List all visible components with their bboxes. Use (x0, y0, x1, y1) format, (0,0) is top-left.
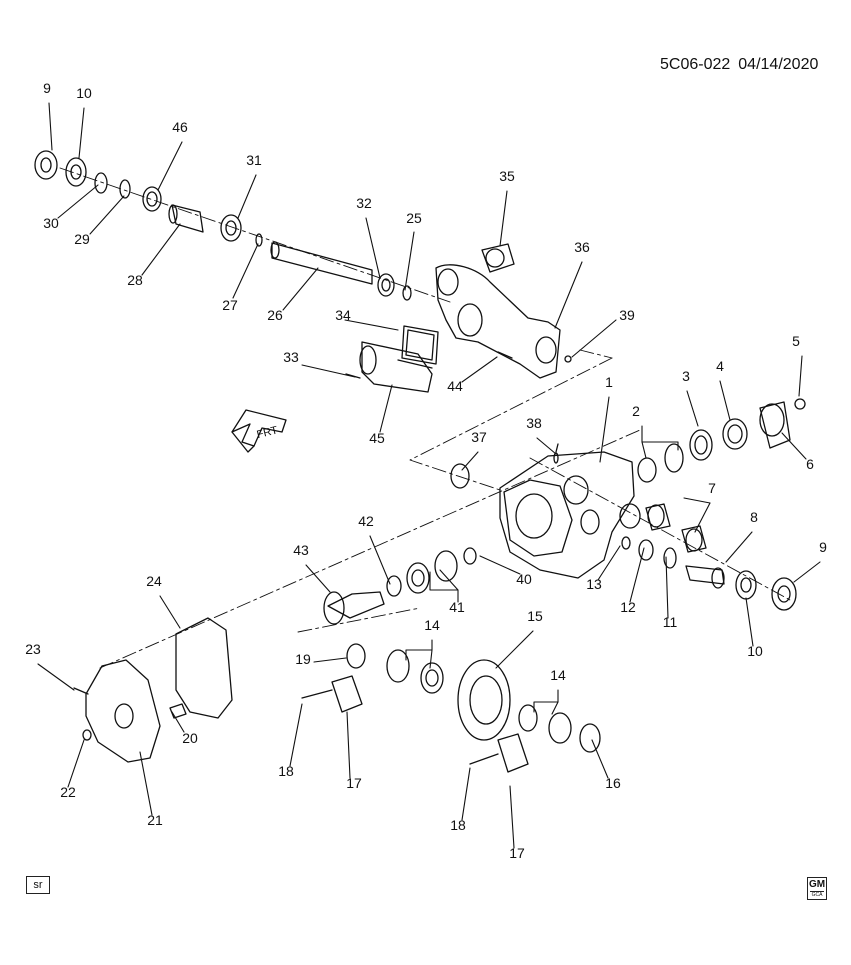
illustration-header: 5C06-022 04/14/2020 (660, 56, 818, 74)
gm-logo-top: GM (808, 879, 826, 890)
callout-28: 28 (127, 272, 143, 288)
callout-4: 4 (716, 358, 724, 374)
callout-10: 10 (747, 643, 763, 659)
callout-20: 20 (182, 730, 198, 746)
callout-18: 18 (278, 763, 294, 779)
callout-2: 2 (632, 403, 640, 419)
leader-lines (37, 102, 821, 849)
callout-39: 39 (619, 307, 635, 323)
callout-13: 13 (586, 576, 602, 592)
callout-3: 3 (682, 368, 690, 384)
callout-1: 1 (605, 374, 613, 390)
callout-labels: 1234567891011121314141516171718181920212… (25, 80, 827, 861)
callout-24: 24 (146, 573, 162, 589)
callout-22: 22 (60, 784, 76, 800)
callout-7: 7 (708, 480, 716, 496)
callout-15: 15 (527, 608, 543, 624)
callout-16: 16 (605, 775, 621, 791)
gm-logo-bottom: GCA (810, 891, 824, 898)
callout-42: 42 (358, 513, 374, 529)
callout-9: 9 (819, 539, 827, 555)
callout-29: 29 (74, 231, 90, 247)
callout-46: 46 (172, 119, 188, 135)
axis-lines (59, 167, 791, 669)
callout-12: 12 (620, 599, 636, 615)
callout-8: 8 (750, 509, 758, 525)
callout-10: 10 (76, 85, 92, 101)
callout-40: 40 (516, 571, 532, 587)
callout-9: 9 (43, 80, 51, 96)
callout-5: 5 (792, 333, 800, 349)
callout-31: 31 (246, 152, 262, 168)
corner-badge: sr (26, 876, 50, 894)
callout-44: 44 (447, 378, 463, 394)
front-direction-label: FRT (256, 424, 280, 441)
callout-34: 34 (335, 307, 351, 323)
front-arrow-icon (231, 409, 287, 453)
callout-30: 30 (43, 215, 59, 231)
callout-6: 6 (806, 456, 814, 472)
callout-36: 36 (574, 239, 590, 255)
callout-17: 17 (346, 775, 362, 791)
callout-19: 19 (295, 651, 311, 667)
callout-43: 43 (293, 542, 309, 558)
carrier-group (301, 643, 601, 773)
cover-group (73, 617, 233, 763)
callout-14: 14 (424, 617, 440, 633)
pinion-group (323, 452, 559, 625)
callout-14: 14 (550, 667, 566, 683)
left-axle-group (34, 150, 412, 301)
callout-17: 17 (509, 845, 525, 861)
callout-18: 18 (450, 817, 466, 833)
callout-21: 21 (147, 812, 163, 828)
callout-33: 33 (283, 349, 299, 365)
actuator-assembly (345, 325, 439, 393)
callout-32: 32 (356, 195, 372, 211)
callout-41: 41 (449, 599, 465, 615)
callout-27: 27 (222, 297, 238, 313)
callout-23: 23 (25, 641, 41, 657)
callout-25: 25 (406, 210, 422, 226)
differential-housing (499, 443, 641, 579)
callout-11: 11 (663, 614, 678, 630)
axle-tube-bracket (435, 243, 572, 379)
callout-38: 38 (526, 415, 542, 431)
illustration-date: 04/14/2020 (738, 56, 819, 73)
callout-26: 26 (267, 307, 283, 323)
callout-35: 35 (499, 168, 515, 184)
illustration-code: 5C06-022 (660, 56, 731, 73)
callout-45: 45 (369, 430, 385, 446)
callout-37: 37 (471, 429, 487, 445)
right-output-group (621, 398, 806, 611)
